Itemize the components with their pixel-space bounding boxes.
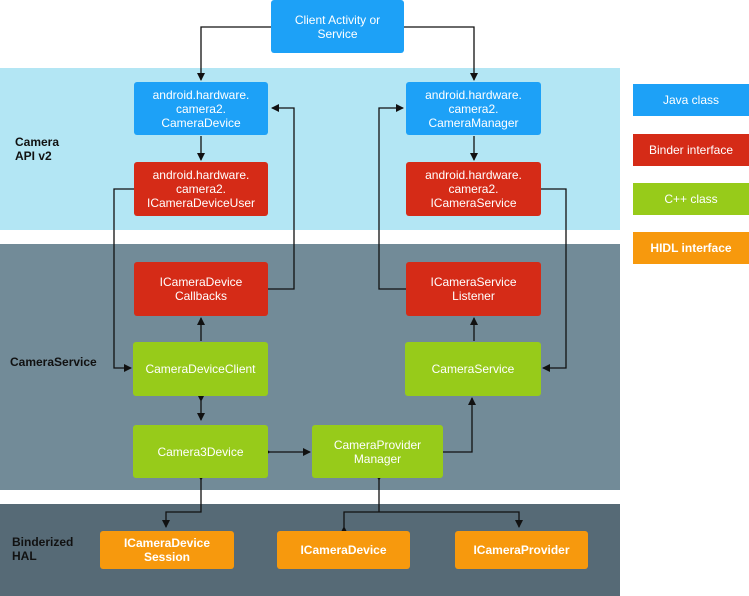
callbacks-to-camera-device: [268, 104, 295, 290]
camera-provider-manager-box: CameraProvider Manager: [312, 425, 443, 478]
legend-hidl-interface: HIDL interface: [633, 232, 749, 264]
hal-branch: [340, 511, 523, 534]
listener-to-camera-manager: [378, 104, 406, 290]
hal-label: Binderized HAL: [12, 535, 74, 563]
camera-device-box: android.hardware. camera2. CameraDevice: [134, 82, 268, 135]
icamera-provider-box: ICameraProvider: [455, 531, 588, 569]
camera3-session-link: [162, 473, 205, 528]
legend-java-class: Java class: [633, 84, 749, 116]
camera-api-label: Camera API v2: [15, 135, 60, 163]
provider-service-link: [443, 397, 476, 453]
legend-binder-interface: Binder interface: [633, 134, 749, 166]
icamera-device-user-box: android.hardware. camera2. ICameraDevice…: [134, 162, 268, 216]
camera-service-box: CameraService: [405, 342, 541, 396]
icamera-service-box: android.hardware. camera2. ICameraServic…: [406, 162, 541, 216]
icamera-service-listener-box: ICameraService Listener: [406, 262, 541, 316]
camera-manager-box: android.hardware. camera2. CameraManager: [406, 82, 541, 135]
client-to-camera-manager: [404, 26, 478, 81]
legend-cpp-class: C++ class: [633, 183, 749, 215]
camera-device-client-box: CameraDeviceClient: [133, 342, 268, 396]
camera3-device-box: Camera3Device: [133, 425, 268, 478]
icamera-device-box: ICameraDevice: [277, 531, 410, 569]
device-user-to-client: [113, 188, 134, 372]
client-to-camera-device: [197, 26, 271, 81]
icamera-device-session-box: ICameraDevice Session: [100, 531, 234, 569]
icamera-service-to-camera-service: [541, 188, 567, 372]
client-activity-box: Client Activity or Service: [271, 0, 404, 53]
icamera-device-callbacks-box: ICameraDevice Callbacks: [134, 262, 268, 316]
camera-service-label: CameraService: [10, 355, 97, 369]
